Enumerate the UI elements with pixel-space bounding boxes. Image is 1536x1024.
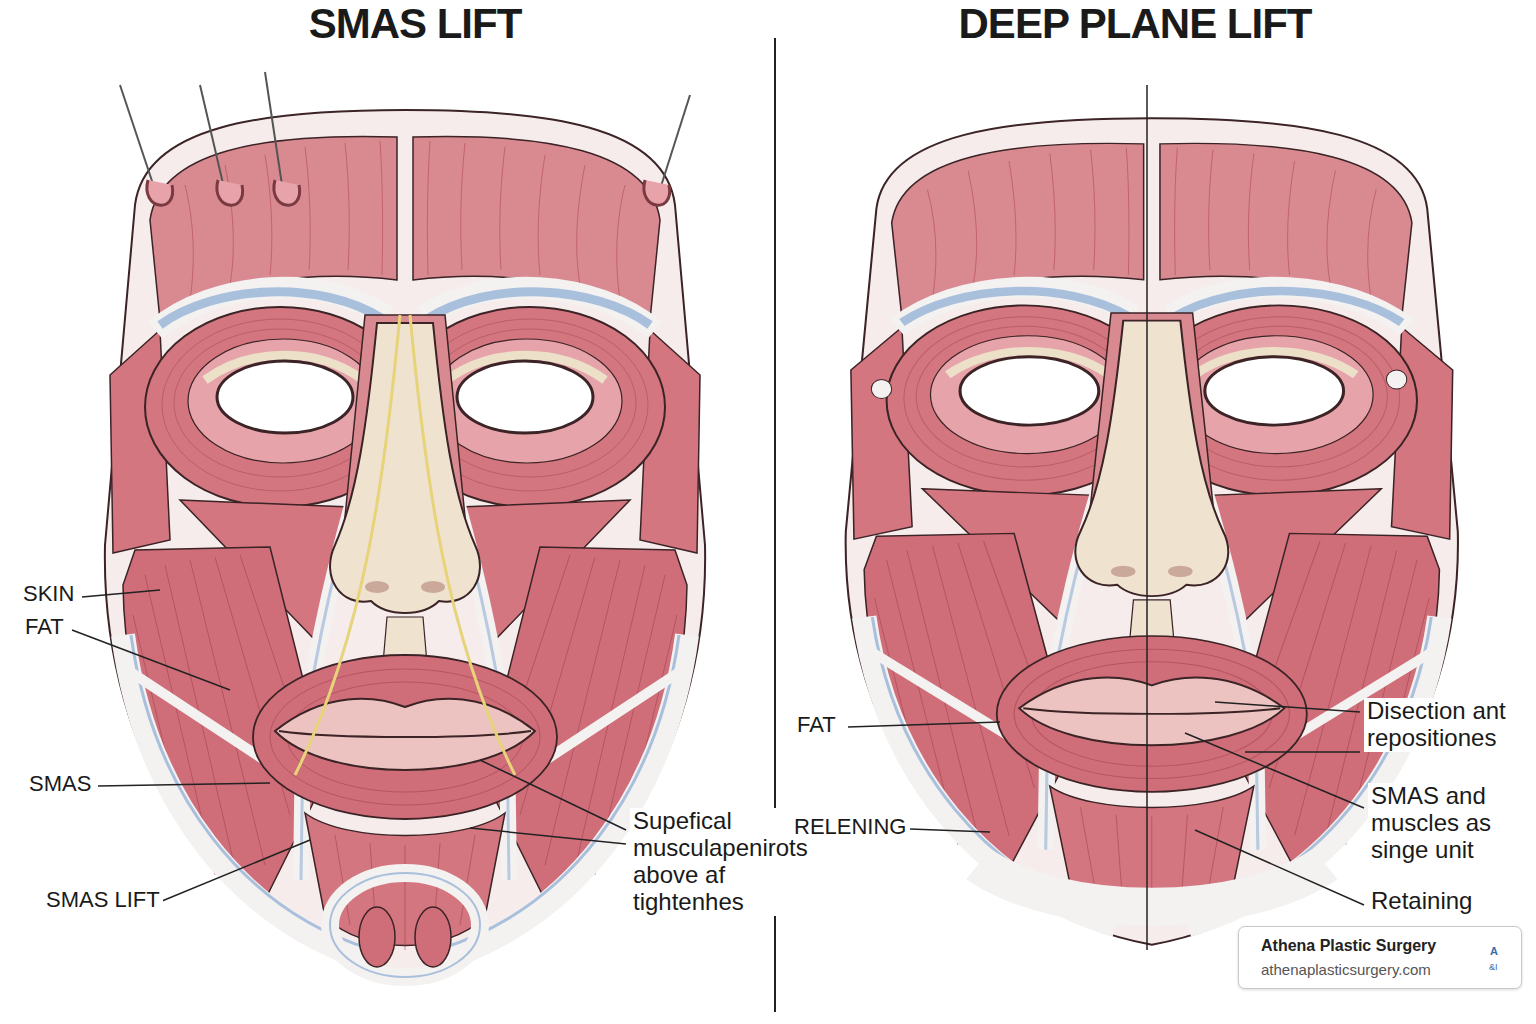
panel-title: DEEP PLANE LIFT (956, 0, 1315, 47)
logo-box: Athena Plastic Surgery athenaplasticsurge… (1238, 926, 1522, 989)
layer-label: SMAS (26, 772, 94, 797)
layer-label: SKIN (20, 582, 77, 607)
layer-label: RELENING (791, 815, 909, 840)
brand-url: athenaplasticsurgery.com (1261, 961, 1451, 978)
callout-note: Retaining (1368, 888, 1475, 915)
logo-mark: A (1490, 945, 1498, 957)
layer-label: FAT (22, 615, 67, 640)
layer-label: FAT (794, 713, 839, 738)
callout-note: SMAS and muscles as singe unit (1368, 783, 1536, 864)
panel-title: SMAS LIFT (306, 0, 525, 47)
logo-mark: &I (1489, 962, 1498, 972)
callout-note: Disection ant repositiones (1364, 698, 1536, 752)
brand-name: Athena Plastic Surgery (1261, 937, 1451, 955)
technique-label: SMAS LIFT (43, 888, 163, 913)
